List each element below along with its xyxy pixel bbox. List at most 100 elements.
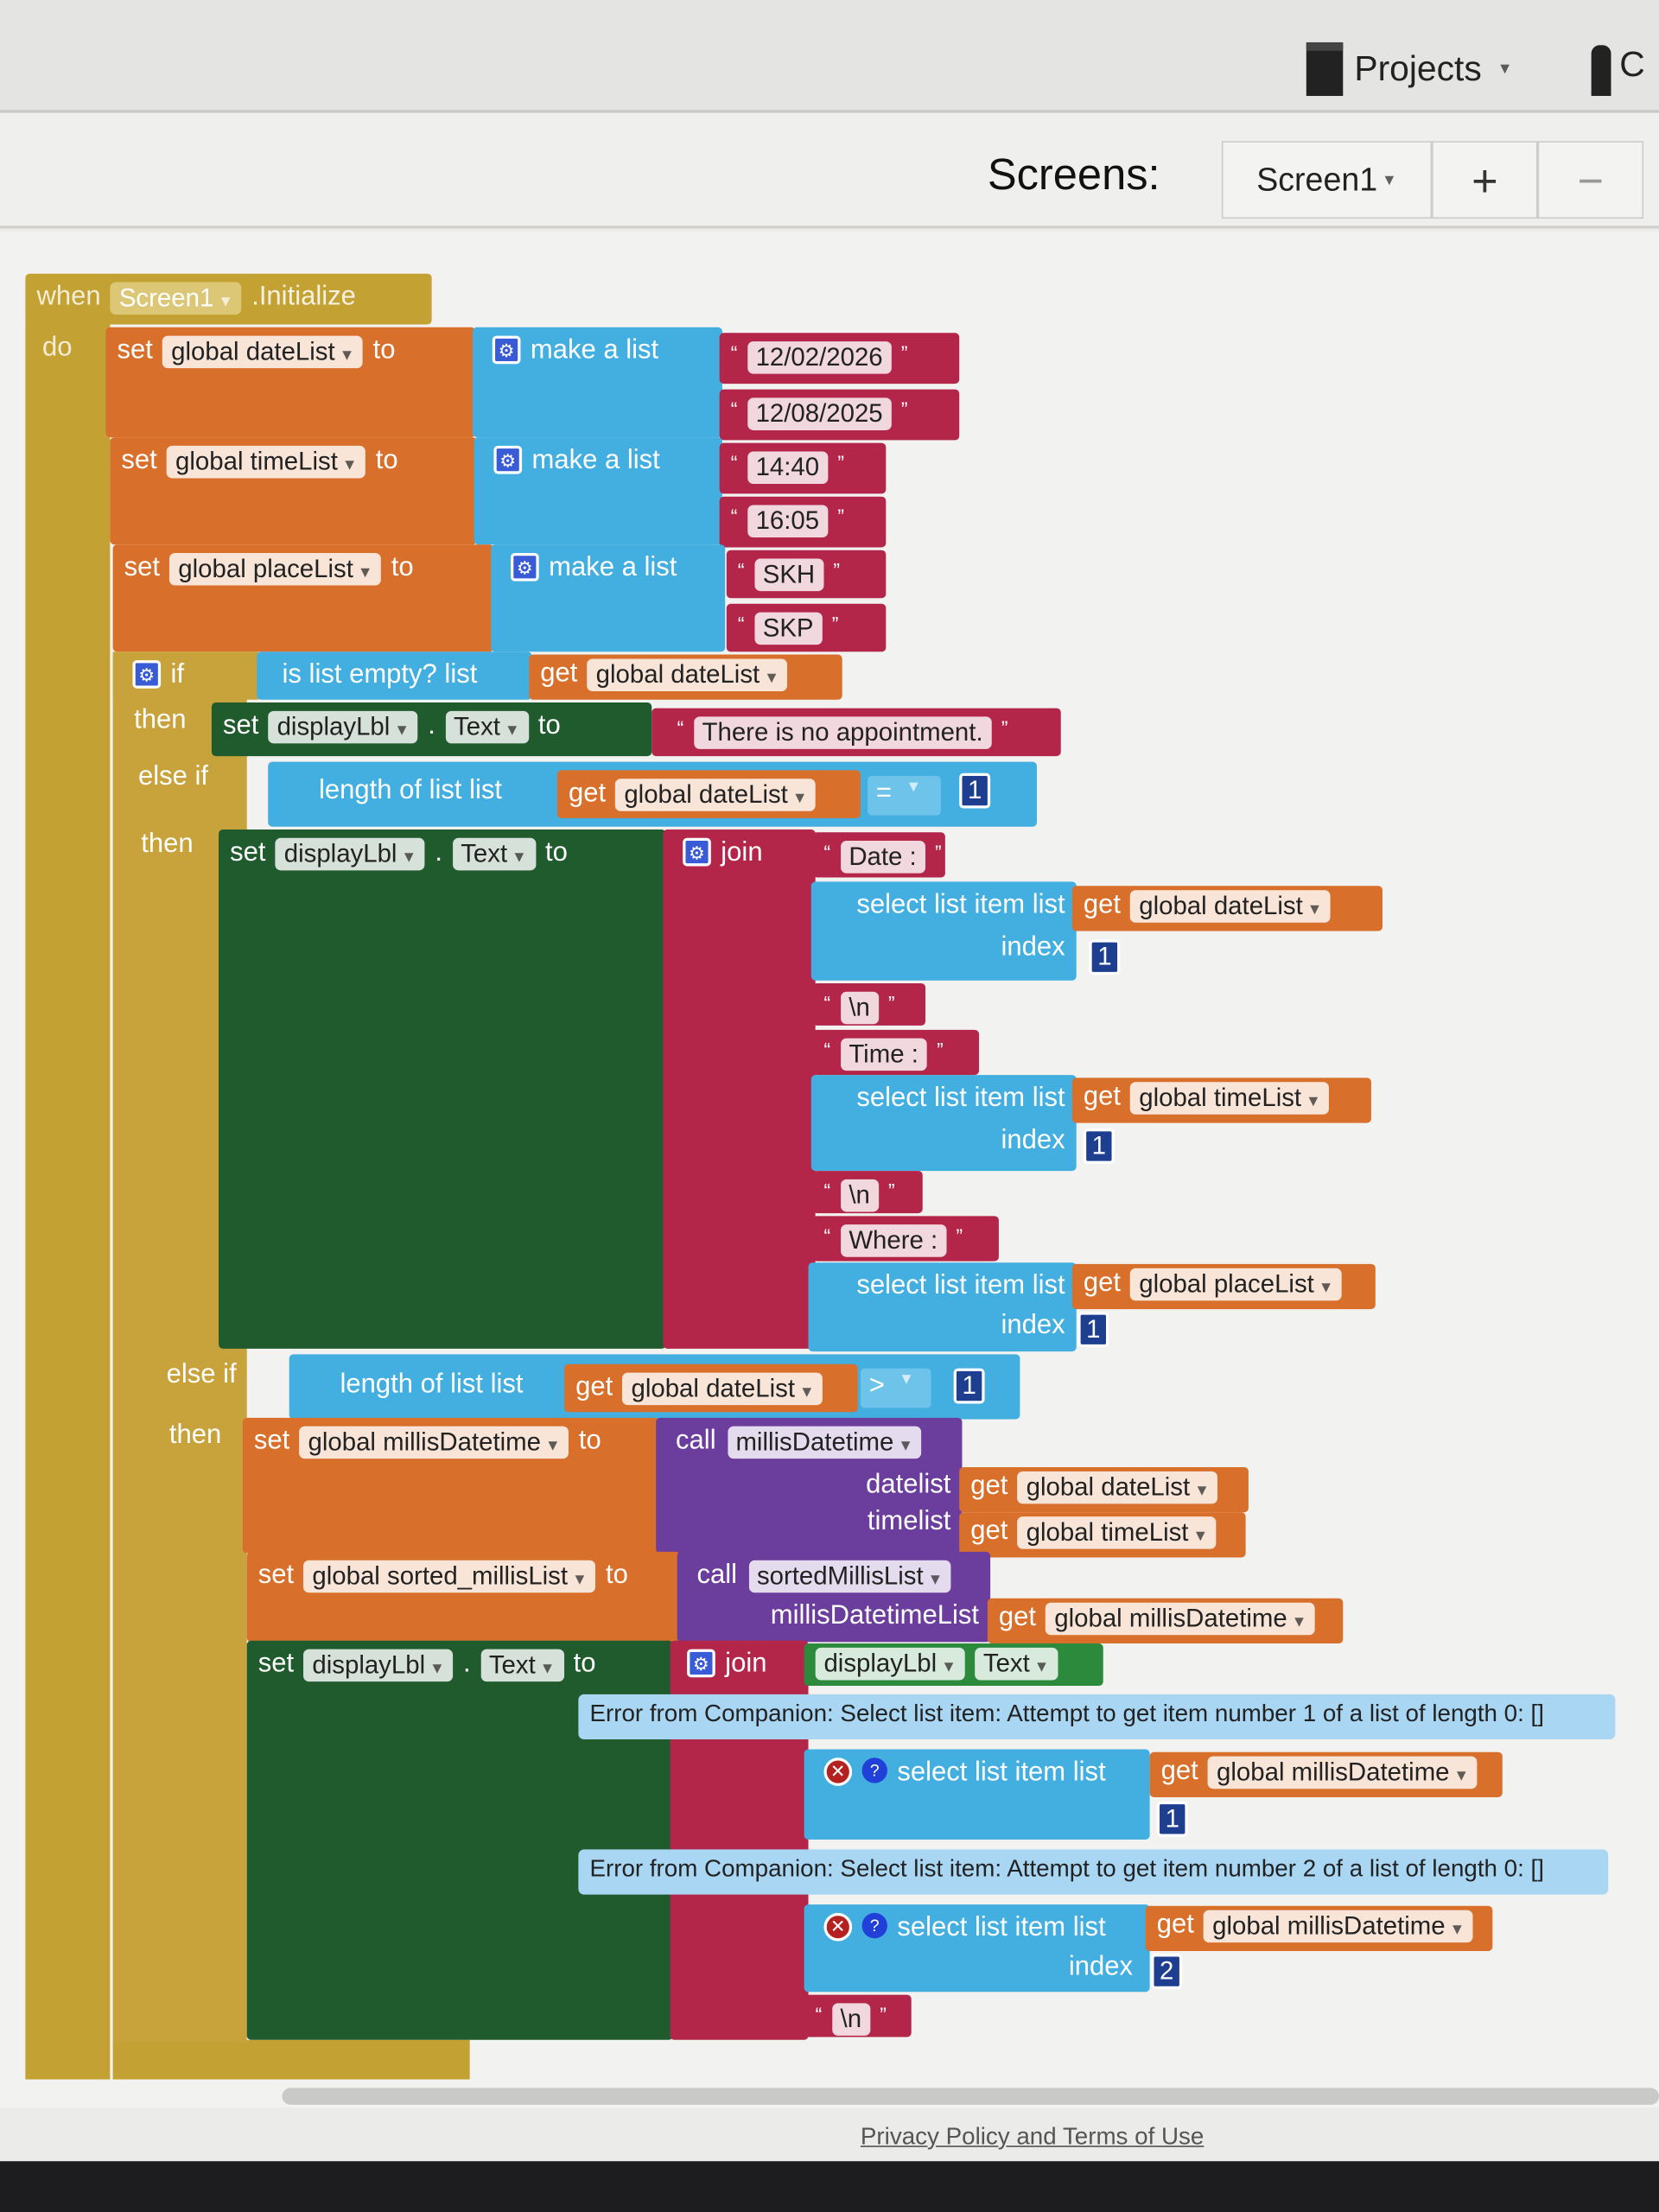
then-label: then [141, 829, 194, 860]
property-dropdown[interactable]: Text▼ [445, 710, 529, 744]
procedure-dropdown[interactable]: sortedMillisList▼ [748, 1560, 952, 1593]
screen-select[interactable]: Screen1▼ [1221, 141, 1433, 219]
screens-label: Screens: [987, 149, 1160, 200]
string-block[interactable]: “\n” [812, 1171, 923, 1214]
gear-icon[interactable]: ⚙ [687, 1649, 715, 1678]
procedure-dropdown[interactable]: millisDatetime▼ [727, 1426, 922, 1459]
projects-icon [1306, 41, 1344, 97]
string-block[interactable]: “\n” [804, 1994, 912, 2037]
add-screen-button[interactable]: + [1432, 141, 1538, 219]
string-block[interactable]: “12/08/2025” [719, 389, 960, 441]
number-block[interactable]: 1 [953, 1368, 985, 1404]
string-block[interactable]: “SKP” [726, 603, 887, 652]
chevron-down-icon: ▼ [1382, 171, 1397, 188]
number-block[interactable]: 1 [1089, 939, 1121, 976]
chevron-down-icon: ▼ [1497, 60, 1513, 78]
string-block[interactable]: “SKH” [726, 550, 887, 599]
help-icon[interactable]: ? [861, 1912, 887, 1939]
variable-dropdown[interactable]: global millisDatetime▼ [299, 1426, 569, 1459]
string-block[interactable]: “12/02/2026” [719, 333, 960, 385]
horizontal-scrollbar[interactable] [282, 2088, 1659, 2105]
connect-menu[interactable]: C [1591, 45, 1645, 97]
if-block-header[interactable]: ⚙if [112, 652, 262, 700]
variable-dropdown[interactable]: global timeList▼ [167, 445, 366, 479]
string-block[interactable]: “There is no appointment.” [652, 708, 1061, 757]
variable-dropdown[interactable]: global placeList▼ [169, 552, 382, 586]
error-icon[interactable]: ✕ [823, 1758, 853, 1786]
join-block[interactable]: ⚙join [663, 829, 816, 1349]
make-list-block[interactable]: ⚙make a list [472, 327, 722, 438]
number-block[interactable]: 1 [959, 772, 991, 809]
component-dropdown[interactable]: displayLbl▼ [268, 710, 418, 744]
get-displaylbl-text-block[interactable]: displayLbl▼Text▼ [804, 1643, 1103, 1687]
then-label: then [168, 1421, 222, 1451]
variable-dropdown[interactable]: global sorted_millisList▼ [303, 1560, 596, 1593]
event-block-body[interactable] [25, 321, 111, 2080]
gear-icon[interactable]: ⚙ [683, 837, 711, 867]
compare-operator-dropdown[interactable]: >▼ [860, 1368, 931, 1408]
when-screen-initialize-block[interactable]: when Screen1▼ .Initialize [25, 273, 432, 325]
help-icon[interactable]: ? [861, 1758, 887, 1783]
projects-menu[interactable]: Projects▼ [1306, 41, 1513, 97]
is-list-empty-block[interactable]: is list empty? list [257, 652, 532, 700]
gear-icon[interactable]: ⚙ [511, 552, 539, 582]
number-block[interactable]: 2 [1151, 1954, 1183, 1990]
string-block[interactable]: “\n” [812, 982, 926, 1026]
error-icon[interactable]: ✕ [823, 1912, 853, 1942]
component-dropdown[interactable]: displayLbl▼ [303, 1649, 454, 1682]
component-dropdown[interactable]: displayLbl▼ [275, 837, 425, 871]
string-block[interactable]: “Date :” [812, 832, 945, 878]
number-block[interactable]: 1 [1077, 1312, 1109, 1348]
gear-icon[interactable]: ⚙ [492, 335, 521, 365]
screen-bar: Screens: Screen1▼ + − [0, 112, 1659, 229]
string-block[interactable]: “14:40” [719, 442, 887, 494]
string-block[interactable]: “16:05” [719, 496, 887, 548]
string-block[interactable]: “Where :” [812, 1216, 999, 1262]
number-block[interactable]: 1 [1156, 1801, 1188, 1837]
else-if-label: else if [137, 761, 209, 791]
select-list-item-error-block[interactable]: ✕?select list item list index [804, 1904, 1150, 1993]
else-if-label: else if [166, 1359, 237, 1390]
event-block-bottom[interactable] [112, 2039, 470, 2080]
number-block[interactable]: 1 [1083, 1128, 1115, 1164]
then-label: then [134, 705, 187, 735]
variable-dropdown[interactable]: global dateList▼ [162, 335, 364, 369]
gear-icon[interactable]: ⚙ [493, 445, 523, 474]
make-list-block[interactable]: ⚙make a list [491, 544, 726, 652]
privacy-policy-link[interactable]: Privacy Policy and Terms of Use [860, 2123, 1205, 2151]
error-tooltip: Error from Companion: Select list item: … [578, 1849, 1609, 1895]
string-block[interactable]: “Time :” [812, 1029, 980, 1076]
select-list-item-error-block[interactable]: ✕?select list item list [804, 1749, 1150, 1840]
component-dropdown[interactable]: Screen1▼ [111, 282, 242, 315]
property-dropdown[interactable]: Text▼ [480, 1649, 564, 1682]
do-label: do [41, 333, 73, 363]
gear-icon[interactable]: ⚙ [132, 660, 162, 689]
compare-operator-dropdown[interactable]: =▼ [868, 775, 941, 816]
property-dropdown[interactable]: Text▼ [452, 837, 536, 871]
remove-screen-button[interactable]: − [1537, 141, 1644, 219]
make-list-block[interactable]: ⚙make a list [474, 437, 722, 545]
